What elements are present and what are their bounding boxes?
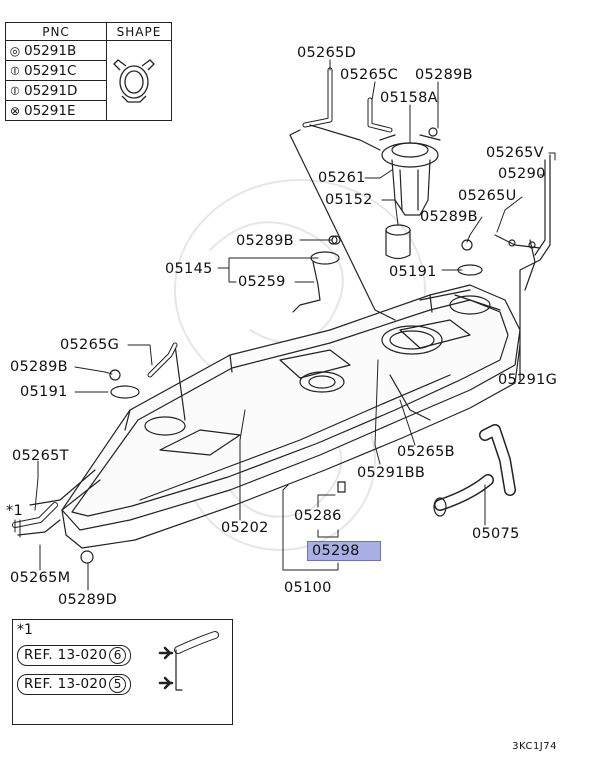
ref-text: REF. 13-020 bbox=[24, 676, 108, 692]
row-symbol: ◎ bbox=[9, 43, 21, 58]
part-label-05289B-top[interactable]: 05289B bbox=[415, 67, 473, 83]
tank-openings bbox=[144, 295, 491, 436]
row-code: 05291E bbox=[24, 102, 76, 119]
row-symbol: ⦶ bbox=[10, 83, 20, 98]
star-1-marker: *1 bbox=[6, 503, 24, 519]
ref-number-circle: 6 bbox=[109, 647, 127, 664]
part-label-05265V[interactable]: 05265V bbox=[486, 145, 544, 161]
part-label-05100[interactable]: 05100 bbox=[284, 580, 332, 596]
part-label-05289B-mid[interactable]: 05289B bbox=[420, 209, 478, 225]
row-symbol: ⊗ bbox=[9, 103, 21, 118]
shape-cell bbox=[106, 40, 172, 121]
diagram-code: 3KC1J74 bbox=[512, 741, 557, 752]
part-label-05145[interactable]: 05145 bbox=[165, 261, 213, 277]
part-label-05289D[interactable]: 05289D bbox=[58, 592, 118, 608]
part-label-05291BB[interactable]: 05291BB bbox=[357, 465, 426, 481]
pnc-header: PNC bbox=[5, 22, 107, 41]
part-label-05291G[interactable]: 05291G bbox=[498, 372, 558, 388]
part-label-05265D[interactable]: 05265D bbox=[297, 45, 357, 61]
part-label-05202[interactable]: 05202 bbox=[221, 520, 269, 536]
part-label-05289B-left[interactable]: 05289B bbox=[236, 233, 294, 249]
filler-hose bbox=[433, 424, 516, 517]
pnc-row[interactable]: ◎05291B bbox=[5, 40, 107, 61]
part-label-05289B-low[interactable]: 05289B bbox=[10, 359, 68, 375]
part-label-05265M[interactable]: 05265M bbox=[10, 570, 71, 586]
part-label-05158A[interactable]: 05158A bbox=[380, 90, 438, 106]
ref-text: REF. 13-020 bbox=[24, 647, 108, 663]
pnc-row[interactable]: ⊗05291E bbox=[5, 100, 107, 121]
pnc-row[interactable]: ⦶ 05291C bbox=[5, 60, 107, 81]
part-label-05261[interactable]: 05261 bbox=[318, 170, 366, 186]
fuel-filter bbox=[385, 224, 411, 260]
part-label-05259[interactable]: 05259 bbox=[238, 274, 286, 290]
caps-and-grommets bbox=[80, 235, 483, 564]
part-label-05265G[interactable]: 05265G bbox=[60, 337, 120, 353]
ref-hose-drawings bbox=[158, 631, 219, 691]
part-label-05152[interactable]: 05152 bbox=[325, 192, 373, 208]
part-label-05290[interactable]: 05290 bbox=[498, 166, 546, 182]
row-code: 05291D bbox=[24, 82, 78, 99]
fuel-tank bbox=[29, 284, 521, 549]
top-hoses bbox=[289, 67, 396, 321]
leader-lines bbox=[14, 59, 556, 591]
row-code: 05291B bbox=[24, 42, 77, 59]
part-label-05191-right[interactable]: 05191 bbox=[389, 264, 437, 280]
pnc-table: PNC SHAPE ◎05291B ⦶05291C ⦶05291D ⊗05291… bbox=[5, 22, 172, 121]
gauge-unit bbox=[292, 235, 340, 313]
part-label-05286[interactable]: 05286 bbox=[294, 508, 342, 524]
part-label-05265U[interactable]: 05265U bbox=[458, 188, 517, 204]
part-label-05298-highlighted[interactable]: 05298 bbox=[307, 541, 381, 561]
part-label-05265B[interactable]: 05265B bbox=[397, 444, 455, 460]
part-label-05265T[interactable]: 05265T bbox=[12, 448, 69, 464]
part-label-05265C[interactable]: 05265C bbox=[340, 67, 399, 83]
shape-header: SHAPE bbox=[106, 22, 172, 41]
row-code: 05291C bbox=[24, 62, 77, 79]
row-symbol: ⦶ bbox=[10, 63, 20, 78]
pnc-row[interactable]: ⦶ 05291D bbox=[5, 80, 107, 101]
ref-number-circle: 5 bbox=[109, 676, 127, 693]
left-hoses bbox=[12, 342, 178, 536]
part-label-05191-left[interactable]: 05191 bbox=[20, 384, 68, 400]
ref-star-marker: *1 bbox=[17, 622, 33, 638]
part-label-05075[interactable]: 05075 bbox=[472, 526, 520, 542]
